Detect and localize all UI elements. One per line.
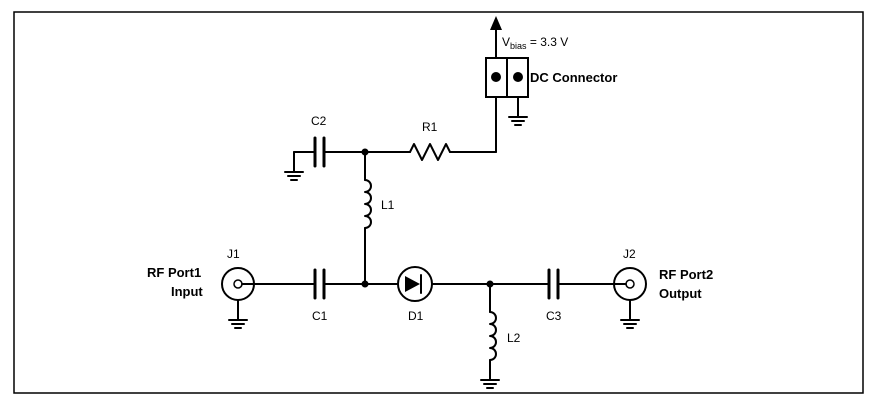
dc-connector-label: DC Connector bbox=[530, 70, 617, 85]
vbias-supply-arrow bbox=[490, 16, 502, 59]
c2-label: C2 bbox=[311, 114, 327, 128]
l1-label: L1 bbox=[381, 198, 395, 212]
r1-label: R1 bbox=[422, 120, 438, 134]
rf-port2-role: Output bbox=[659, 286, 702, 301]
inductor-l1 bbox=[364, 151, 372, 285]
vbias-label: Vbias = 3.3 V bbox=[502, 35, 568, 51]
diode-d1 bbox=[364, 266, 491, 302]
j2-label: J2 bbox=[623, 247, 636, 261]
dc-connector-ground-icon bbox=[508, 96, 528, 126]
diagram-border bbox=[13, 11, 864, 394]
coax-connector-j2-icon bbox=[613, 267, 647, 329]
d1-label: D1 bbox=[408, 309, 424, 323]
resistor-r1 bbox=[364, 143, 497, 161]
dc-connector bbox=[485, 57, 529, 98]
rf-port2-name: RF Port2 bbox=[659, 267, 713, 282]
capacitor-c1 bbox=[253, 268, 366, 300]
inductor-l2 bbox=[480, 283, 500, 389]
c3-label: C3 bbox=[546, 309, 562, 323]
l2-label: L2 bbox=[507, 331, 521, 345]
c1-label: C1 bbox=[312, 309, 328, 323]
j1-label: J1 bbox=[227, 247, 240, 261]
capacitor-c3 bbox=[489, 268, 615, 300]
rf-port1-name: RF Port1 bbox=[147, 265, 201, 280]
rf-port1-role: Input bbox=[171, 284, 203, 299]
c2-ground-icon bbox=[284, 151, 304, 181]
capacitor-c2 bbox=[293, 136, 366, 168]
